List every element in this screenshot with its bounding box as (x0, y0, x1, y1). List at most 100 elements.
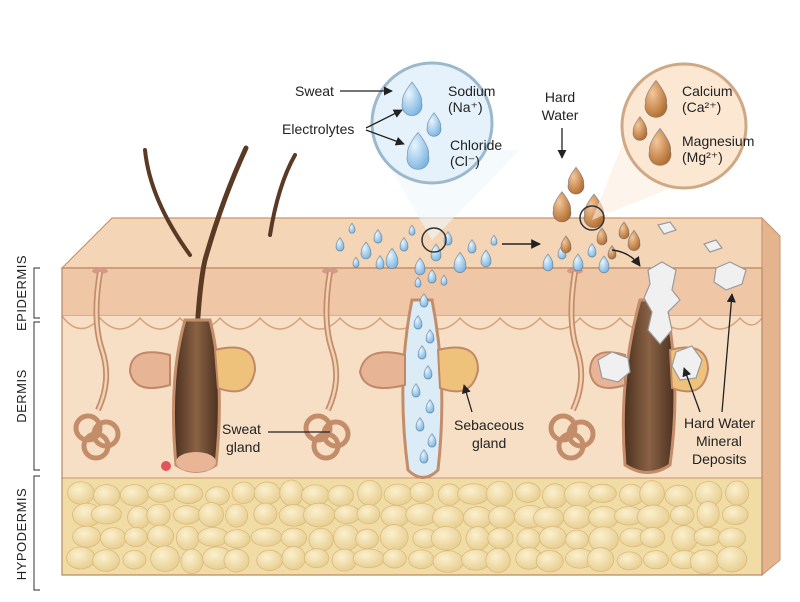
fat-cell (716, 546, 748, 573)
fat-cell (430, 526, 462, 551)
dermis-label: DERMIS (14, 369, 29, 423)
fat-cell (146, 503, 171, 527)
fat-cell (588, 483, 617, 503)
sweat-drop (427, 268, 437, 284)
electrolytes-label: Electrolytes (282, 121, 354, 137)
fat-cell (250, 527, 282, 547)
hair-follicle-left (128, 145, 297, 473)
fat-cell (280, 527, 307, 549)
fat-cell (67, 481, 95, 505)
fat-cell (355, 528, 379, 550)
fat-cell (669, 505, 695, 526)
calcium-ion-label: (Ca²⁺) (682, 99, 721, 115)
mineral-ion-drop (632, 116, 648, 141)
sweat-drop (480, 249, 492, 268)
sweat-drop (453, 251, 467, 273)
sweat-gland-label-1: Sweat (222, 421, 261, 437)
fat-cell (90, 504, 122, 525)
sweat-drop (373, 228, 383, 244)
sweat-drop (408, 224, 416, 236)
water-drop (415, 416, 425, 432)
sweat-drop (440, 274, 448, 286)
mineral-drop (560, 235, 572, 254)
fat-cell (225, 503, 249, 528)
water-drop (425, 328, 435, 344)
minerals-magnifier: Calcium (Ca²⁺) Magnesium (Mg²⁺) (579, 62, 754, 231)
electrolytes-magnifier: Sodium (Na⁺) Chloride (Cl⁻) (370, 61, 520, 253)
fat-cell (405, 502, 438, 526)
calcium-label: Calcium (682, 83, 733, 99)
sodium-label: Sodium (448, 83, 495, 99)
fat-cell (147, 483, 177, 503)
fat-cell (333, 504, 361, 525)
fat-cell (356, 503, 381, 525)
fat-cell (279, 479, 304, 507)
fat-cell (721, 504, 749, 526)
follicle-water-drops (411, 292, 437, 464)
fat-cell (588, 506, 619, 529)
fat-cell (671, 525, 698, 552)
fat-cell (223, 529, 251, 549)
electrolyte-drop (406, 131, 430, 170)
electrolyte-drops (401, 81, 442, 170)
fat-cell (124, 526, 148, 548)
fat-cell (127, 505, 151, 529)
fat-cell (253, 481, 281, 505)
fat-cell (642, 550, 669, 570)
fat-cell (93, 484, 121, 507)
fat-cell (331, 548, 357, 572)
sweat-label: Sweat (295, 83, 334, 99)
magnesium-ion-label: (Mg²⁺) (682, 149, 723, 165)
sebaceous-label-1: Sebaceous (454, 417, 524, 433)
fat-cell (639, 527, 666, 548)
sweat-gland-right (548, 268, 596, 461)
chloride-ion-label: (Cl⁻) (450, 153, 480, 169)
fat-cells (66, 479, 750, 575)
fat-cell (303, 548, 330, 569)
fat-cell (352, 548, 385, 569)
water-drop (419, 448, 429, 464)
fat-cell (281, 545, 306, 571)
sweat-drop (414, 276, 422, 288)
skin-block (60, 216, 781, 577)
fat-cell (92, 549, 120, 572)
sebaceous-label-2: gland (472, 435, 506, 451)
fat-cell (175, 525, 200, 551)
mineral-ion-drop (648, 127, 672, 166)
fat-cell (485, 547, 511, 573)
sweat-gland-coil (73, 413, 121, 461)
water-drop (425, 398, 435, 414)
sweat-drop (598, 255, 610, 274)
skin-side (761, 216, 781, 577)
fat-cell (562, 504, 592, 530)
water-drop (427, 432, 437, 448)
hair-papilla (161, 461, 171, 471)
fat-cell (696, 500, 720, 528)
fat-cell (173, 483, 204, 504)
hard-water-label-2: Water (542, 107, 579, 123)
fat-cell (533, 506, 565, 530)
fat-cell (256, 549, 283, 571)
sweat-drop (467, 238, 477, 254)
electrolyte-drop (401, 81, 423, 116)
sweat-drop (490, 234, 498, 246)
sweat-drop (348, 222, 356, 234)
fat-cell (639, 480, 665, 507)
sweat-gland-left (73, 268, 121, 461)
fat-cell (693, 527, 722, 547)
fat-cell (66, 546, 96, 570)
fat-cell (408, 549, 435, 570)
epidermis-label: EPIDERMIS (14, 255, 29, 331)
sweat-drop (399, 236, 409, 252)
fat-cell (357, 480, 383, 506)
sweat-drop (572, 253, 584, 272)
fat-cell (565, 529, 589, 550)
fat-cell (486, 481, 514, 507)
fat-cell (180, 548, 204, 575)
fat-cell (122, 549, 147, 570)
fat-cell (535, 550, 564, 573)
fat-cell (198, 502, 224, 528)
fat-cell (150, 545, 180, 572)
